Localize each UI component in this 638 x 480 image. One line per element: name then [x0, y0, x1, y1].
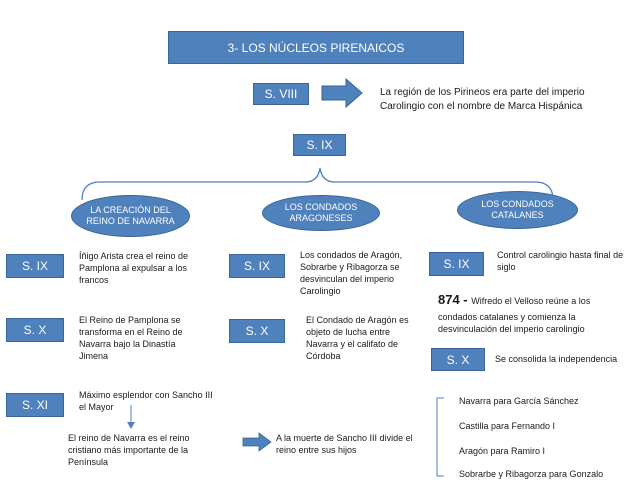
catalanes-text-2a: Wifredo el Velloso reúne a los	[471, 296, 591, 306]
aragon-text-1: Los condados de Aragón, Sobrarbe y Ribag…	[300, 250, 403, 296]
branch-label: LOS CONDADOS ARAGONESES	[284, 202, 358, 223]
branch-navarra: LA CREACIÓN DEL REINO DE NAVARRA	[71, 195, 190, 237]
catalanes-text-1: Control carolingio hasta final de siglo	[497, 250, 624, 272]
century-box-navarra-ix: S. IX	[6, 254, 64, 278]
navarra-text-2: El Reino de Pamplona se transforma en el…	[79, 315, 183, 361]
top-description: La región de los Pirineos era parte del …	[380, 87, 585, 112]
century-label: S. X	[245, 324, 269, 338]
century-box-aragon-x: S. X	[229, 319, 285, 343]
heirs-bracket	[436, 397, 444, 477]
century-box-navarra-x: S. X	[6, 318, 64, 342]
century-label: S. X	[446, 352, 470, 367]
century-label: S. IX	[443, 257, 470, 271]
catalanes-text-3: Se consolida la independencia	[495, 354, 618, 364]
branch-label: LOS CONDADOS CATALANES	[481, 199, 554, 220]
catalanes-874: 874 - Wifredo el Velloso reúne a los	[438, 293, 634, 308]
century-box-catalanes-x: S. X	[431, 348, 485, 371]
branch-brace	[81, 167, 554, 201]
century-label: S. IX	[306, 138, 333, 152]
navarra-text-4: El reino de Navarra es el reino cristian…	[68, 433, 190, 467]
branch-aragon: LOS CONDADOS ARAGONESES	[262, 195, 380, 231]
heir-item: Navarra para García Sánchez	[459, 396, 579, 406]
century-box-viii: S. VIII	[253, 83, 309, 105]
arrow-right-small-icon	[242, 432, 272, 452]
century-box-ix-central: S. IX	[293, 134, 346, 156]
century-label: S. VIII	[264, 87, 298, 101]
navarra-text-3: Máximo esplendor con Sancho III el Mayor	[79, 390, 213, 412]
title-box: 3- LOS NÚCLEOS PIRENAICOS	[168, 31, 464, 64]
heir-item: Aragón para Ramiro I	[459, 446, 546, 456]
century-box-navarra-xi: S. XI	[6, 393, 64, 417]
century-label: S. IX	[243, 259, 270, 273]
down-arrow-head	[127, 422, 135, 429]
branch-label: LA CREACIÓN DEL REINO DE NAVARRA	[86, 205, 175, 226]
heir-item: Sobrarbe y Ribagorza para Gonzalo	[459, 469, 604, 479]
heir-item: Castilla para Fernando I	[459, 421, 556, 431]
century-box-catalanes-ix: S. IX	[429, 252, 484, 276]
year-874: 874 -	[438, 292, 472, 307]
century-box-aragon-ix: S. IX	[229, 254, 285, 278]
aragon-text-2: El Condado de Aragón es objeto de lucha …	[306, 315, 409, 361]
century-label: S. IX	[21, 259, 48, 273]
century-label: S. XI	[21, 398, 48, 412]
branch-catalanes: LOS CONDADOS CATALANES	[457, 191, 578, 229]
catalanes-text-2b: condados catalanes y comienza la desvinc…	[438, 312, 585, 334]
century-label: S. X	[23, 323, 47, 337]
navarra-text-1: Íñigo Arista crea el reino de Pamplona a…	[79, 251, 189, 285]
arrow-right-icon	[321, 77, 363, 109]
navarra-text-5: A la muerte de Sancho III divide el rein…	[276, 433, 413, 455]
page-title: 3- LOS NÚCLEOS PIRENAICOS	[227, 40, 405, 55]
